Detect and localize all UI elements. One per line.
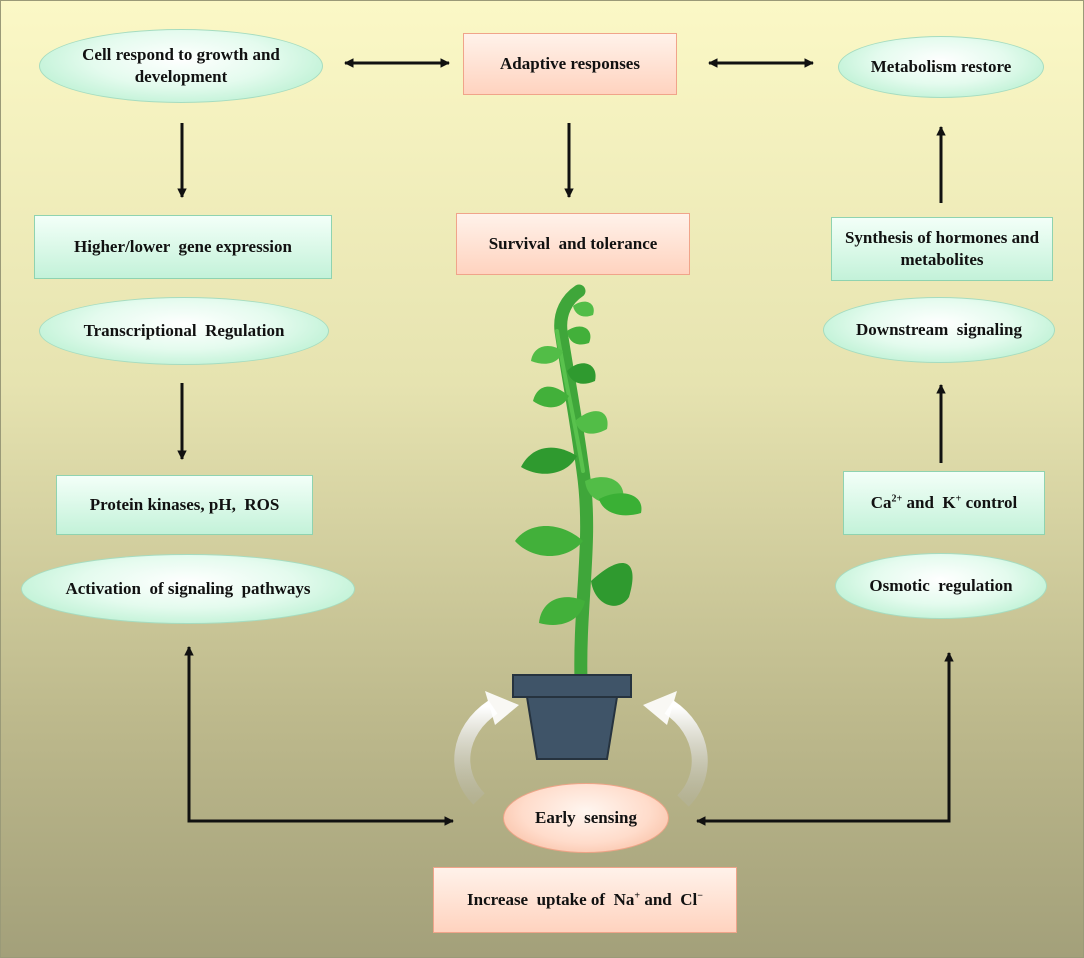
metabolism-restore-label: Metabolism restore [870,56,1012,76]
transcriptional-regulation-label: Transcriptional Regulation [83,320,285,340]
activation-signaling-node: Activation of signaling pathways [21,554,355,624]
survival-tolerance-label: Survival and tolerance [488,233,658,253]
plant-pot [512,674,632,760]
adaptive-responses-node: Adaptive responses [463,33,677,95]
cell-respond-label: Cell respond to growth and development [82,44,280,86]
osmotic-regulation-node: Osmotic regulation [835,553,1047,619]
hormones-metabolites-label: Synthesis of hormones and metabolites [844,227,1040,269]
plant-leaves [515,301,642,625]
plant-stem [554,284,594,688]
cell-respond-node: Cell respond to growth and development [39,29,323,103]
ca-k-control-node: Ca2+ and K+ control [843,471,1045,535]
adaptive-responses-label: Adaptive responses [500,53,640,73]
hormones-metabolites-node: Synthesis of hormones and metabolites [831,217,1053,281]
left-curved-arrow-icon [454,691,519,805]
gene-expression-node: Higher/lower gene expression [34,215,332,279]
metabolism-restore-node: Metabolism restore [838,36,1044,98]
early-sensing-label: Early sensing [534,807,638,827]
osmotic-regulation-label: Osmotic regulation [869,575,1013,595]
arrow-sensing-to-osmotic [696,652,954,826]
downstream-signaling-node: Downstream signaling [823,297,1055,363]
survival-tolerance-node: Survival and tolerance [456,213,690,275]
transcriptional-regulation-node: Transcriptional Regulation [39,297,329,365]
protein-kinases-label: Protein kinases, pH, ROS [89,494,280,514]
early-sensing-node: Early sensing [503,783,669,853]
right-curved-arrow-icon [643,691,708,807]
na-cl-uptake-label: Increase uptake of Na+ and Cl− [467,889,703,909]
ca-k-control-label: Ca2+ and K+ control [870,492,1018,512]
downstream-signaling-label: Downstream signaling [856,319,1022,339]
arrow-sensing-to-activation [184,646,454,826]
gene-expression-label: Higher/lower gene expression [74,236,292,256]
na-cl-uptake-node: Increase uptake of Na+ and Cl− [433,867,737,933]
protein-kinases-node: Protein kinases, pH, ROS [56,475,313,535]
activation-signaling-label: Activation of signaling pathways [65,578,311,598]
